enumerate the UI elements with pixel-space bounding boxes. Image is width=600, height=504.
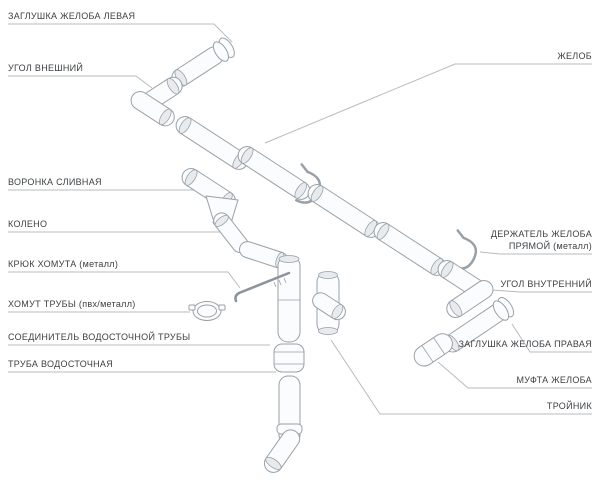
label-text: ТРУБА ВОДОСТОЧНАЯ <box>8 359 114 369</box>
leader-line <box>511 323 592 353</box>
gutter-stub <box>171 46 224 88</box>
label-text: УГОЛ ВНЕШНИЙ <box>8 63 84 73</box>
leader-line <box>264 63 592 144</box>
label-elbow: КОЛЕНО <box>8 218 47 230</box>
tee <box>312 271 346 335</box>
leader-line <box>437 361 592 389</box>
gutter-segment <box>307 184 381 238</box>
label-text: ВОРОНКА СЛИВНАЯ <box>8 177 102 187</box>
elbow <box>213 212 249 254</box>
label-gutter-end-cap-right: ЗАГЛУШКА ЖЕЛОБА ПРАВАЯ <box>458 338 592 350</box>
label-text: КОЛЕНО <box>8 219 48 229</box>
label-gutter-end-cap-left: ЗАГЛУШКА ЖЕЛОБА ЛЕВАЯ <box>8 10 135 22</box>
label-text: ЗАГЛУШКА ЖЕЛОБА ПРАВАЯ <box>458 339 592 349</box>
label-text: СОЕДИНИТЕЛЬ ВОДОСТОЧНОЙ ТРУБЫ <box>8 332 191 342</box>
outer-corner <box>130 76 183 127</box>
label-text: МУФТА ЖЕЛОБА <box>516 375 592 385</box>
label-clamp-hook: КРЮК ХОМУТА (металл) <box>8 258 118 270</box>
label-text: УГОЛ ВНУТРЕННИЙ <box>500 279 592 289</box>
label-drain-funnel: ВОРОНКА СЛИВНАЯ <box>8 176 102 188</box>
label-gutter-bracket: ДЕРЖАТЕЛЬ ЖЕЛОБА ПРЯМОЙ (металл) <box>480 228 592 252</box>
label-text: ТРОЙНИК <box>546 401 592 411</box>
label-text: КРЮК ХОМУТА (металл) <box>8 259 119 269</box>
outlet-elbow <box>263 429 301 473</box>
pipe-clamp <box>188 301 226 321</box>
leader-line <box>8 271 241 289</box>
label-text: ДЕРЖАТЕЛЬ ЖЕЛОБА ПРЯМОЙ (металл) <box>490 229 592 251</box>
drain-funnel <box>181 168 239 227</box>
inner-corner <box>437 260 494 319</box>
label-text: ХОМУТ ТРУБЫ (пвх/металл) <box>8 299 136 309</box>
gutter-segment <box>175 116 249 170</box>
label-tee: ТРОЙНИК <box>547 400 592 412</box>
gutter-segment <box>237 146 311 200</box>
leader-lines <box>8 23 592 415</box>
downpipe-upper <box>277 255 301 343</box>
leader-line <box>491 289 592 293</box>
gutter-system-diagram <box>130 37 515 473</box>
label-gutter: ЖЕЛОБ <box>557 50 592 62</box>
label-pipe-clamp: ХОМУТ ТРУБЫ (пвх/металл) <box>8 298 136 310</box>
label-gutter-coupler: МУФТА ЖЕЛОБА <box>517 374 593 386</box>
left-end-cap <box>212 37 235 62</box>
label-pipe-connector: СОЕДИНИТЕЛЬ ВОДОСТОЧНОЙ ТРУБЫ <box>8 331 190 343</box>
label-text: ЗАГЛУШКА ЖЕЛОБА ЛЕВАЯ <box>8 11 136 21</box>
leader-line <box>479 251 592 255</box>
leader-line <box>330 339 592 415</box>
clamp-hook <box>234 271 291 303</box>
leader-line <box>8 23 233 43</box>
pipe-connector <box>273 343 305 373</box>
leader-line <box>8 75 153 89</box>
label-inner-corner: УГОЛ ВНУТРЕННИЙ <box>500 278 592 290</box>
label-text: ЖЕЛОБ <box>557 51 592 61</box>
label-outer-corner: УГОЛ ВНЕШНИЙ <box>8 62 83 74</box>
gutter-segment <box>373 222 447 276</box>
gutter-coupler <box>413 333 453 367</box>
label-downpipe: ТРУБА ВОДОСТОЧНАЯ <box>8 358 113 370</box>
